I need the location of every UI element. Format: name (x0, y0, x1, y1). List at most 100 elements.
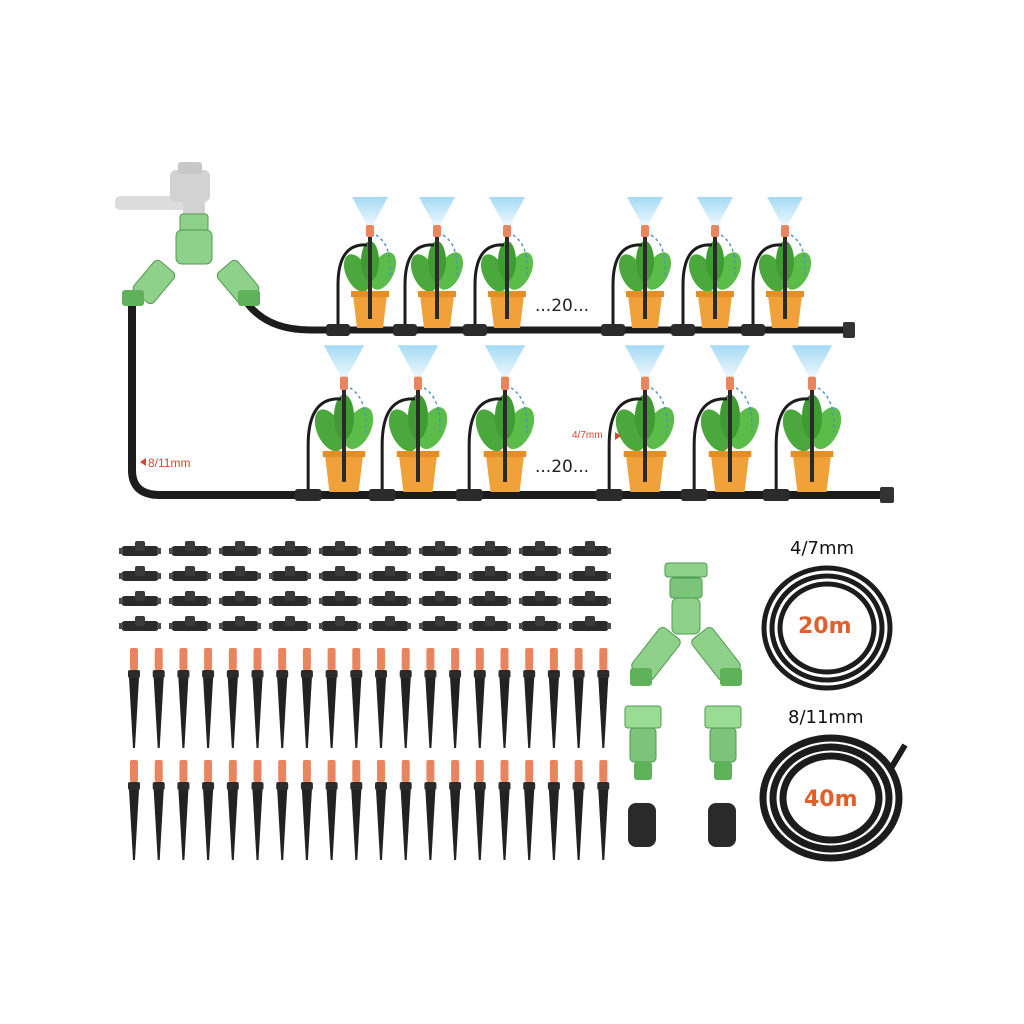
plant-pot-icon (671, 197, 742, 336)
sprinkler-stake-icon (300, 760, 313, 860)
sprinkler-stake-icon (177, 648, 190, 748)
plant-pot-icon (368, 345, 448, 501)
sprinkler-stake-icon (375, 760, 387, 860)
sprinkler-stake-icon (597, 648, 610, 748)
sprinkler-stake-icon (498, 648, 511, 748)
sprinkler-stake-icon (375, 648, 387, 748)
row-count-label-bottom: ...20... (535, 457, 590, 477)
tee-connector-icon (269, 616, 311, 631)
kit-tee-connectors (119, 541, 611, 631)
tee-connector-icon (419, 616, 461, 631)
tee-connector-icon (269, 566, 311, 581)
tee-connector-icon (519, 541, 561, 556)
plant-pot-icon (595, 345, 675, 501)
faucet-icon (115, 162, 210, 216)
kit-y-splitter-icon (630, 562, 742, 686)
sprinkler-stake-icon (128, 760, 140, 860)
tee-connector-icon (219, 541, 261, 556)
tee-connector-icon (419, 591, 461, 606)
sprinkler-stake-icon (350, 648, 363, 748)
sprinkler-stake-icon (547, 760, 560, 860)
sprinkler-stake-icon (424, 760, 437, 860)
sprinkler-stake-icon (399, 760, 412, 860)
tee-connector-icon (369, 591, 411, 606)
sprinkler-stake-icon (547, 648, 560, 748)
plant-pot-icon (601, 197, 672, 336)
tee-connector-icon (469, 541, 511, 556)
plant-rows (294, 197, 842, 501)
tee-connector-icon (369, 616, 411, 631)
plant-pot-icon (680, 345, 760, 501)
sprinkler-stake-icon (572, 760, 585, 860)
sprinkler-stake-icon (226, 760, 239, 860)
sprinkler-stake-icon (202, 648, 215, 748)
branch-tube-label: 4/7mm (572, 430, 603, 441)
plant-pot-icon (463, 197, 534, 336)
row-count-label-top: ...20... (535, 296, 590, 316)
tee-connector-icon (569, 616, 611, 631)
tee-connector-icon (519, 591, 561, 606)
sprinkler-stake-icon (523, 648, 536, 748)
plant-pot-icon (393, 197, 464, 336)
end-plug-top (843, 322, 855, 338)
end-plug-bottom (880, 487, 894, 503)
sprinkler-stake-icon (473, 760, 486, 860)
tee-connector-icon (319, 566, 361, 581)
plant-pot-icon (326, 197, 397, 336)
kit-quick-connector-right-icon (704, 705, 742, 780)
sprinkler-stake-icon (276, 648, 289, 748)
tee-connector-icon (419, 541, 461, 556)
tee-connector-icon (469, 566, 511, 581)
tee-connector-icon (569, 566, 611, 581)
tube-small-size-label: 4/7mm (790, 538, 855, 559)
sprinkler-stake-icon (597, 760, 610, 860)
plant-pot-icon (294, 345, 374, 501)
tee-connector-icon (419, 566, 461, 581)
tee-connector-icon (169, 616, 211, 631)
sprinkler-stake-icon (251, 648, 264, 748)
tee-connector-icon (219, 616, 261, 631)
tee-connector-icon (519, 566, 561, 581)
sprinkler-stake-icon (572, 648, 585, 748)
plant-pot-icon (762, 345, 842, 501)
main-tube-arrow-icon (140, 458, 146, 466)
sprinkler-stake-icon (128, 648, 140, 748)
sprinkler-stake-icon (276, 760, 289, 860)
tee-connector-icon (369, 566, 411, 581)
branch-tube-arrow-icon (615, 432, 621, 440)
tee-connector-icon (469, 616, 511, 631)
tee-connector-icon (269, 591, 311, 606)
sprinkler-stake-icon (350, 760, 363, 860)
tee-connector-icon (119, 566, 161, 581)
tee-connector-icon (219, 591, 261, 606)
tee-connector-icon (369, 541, 411, 556)
coil-4-7mm-icon (761, 565, 893, 691)
tee-connector-icon (219, 566, 261, 581)
main-tube-label: 8/11mm (148, 456, 191, 470)
tee-connector-icon (119, 541, 161, 556)
kit-sprinkler-stakes (128, 648, 610, 860)
sprinkler-stake-icon (399, 648, 412, 748)
sprinkler-stake-icon (325, 760, 338, 860)
sprinkler-stake-icon (473, 648, 486, 748)
tee-connector-icon (319, 616, 361, 631)
sprinkler-stake-icon (177, 760, 190, 860)
y-splitter-icon (122, 213, 260, 306)
tee-connector-icon (119, 591, 161, 606)
sprinkler-stake-icon (523, 760, 536, 860)
tee-connector-icon (319, 541, 361, 556)
sprinkler-stake-icon (251, 760, 264, 860)
sprinkler-stake-icon (152, 760, 165, 860)
tube-small-length-label: 20m (798, 614, 852, 639)
sprinkler-stake-icon (424, 648, 437, 748)
sprinkler-stake-icon (152, 648, 165, 748)
tee-connector-icon (319, 591, 361, 606)
sprinkler-stake-icon (449, 648, 462, 748)
sprinkler-stake-icon (325, 648, 338, 748)
sprinkler-stake-icon (300, 648, 313, 748)
coil-8-11mm-icon (759, 734, 908, 862)
sprinkler-stake-icon (202, 760, 215, 860)
plant-pot-icon (455, 345, 535, 501)
tee-connector-icon (569, 541, 611, 556)
tube-large-length-label: 40m (804, 787, 858, 812)
